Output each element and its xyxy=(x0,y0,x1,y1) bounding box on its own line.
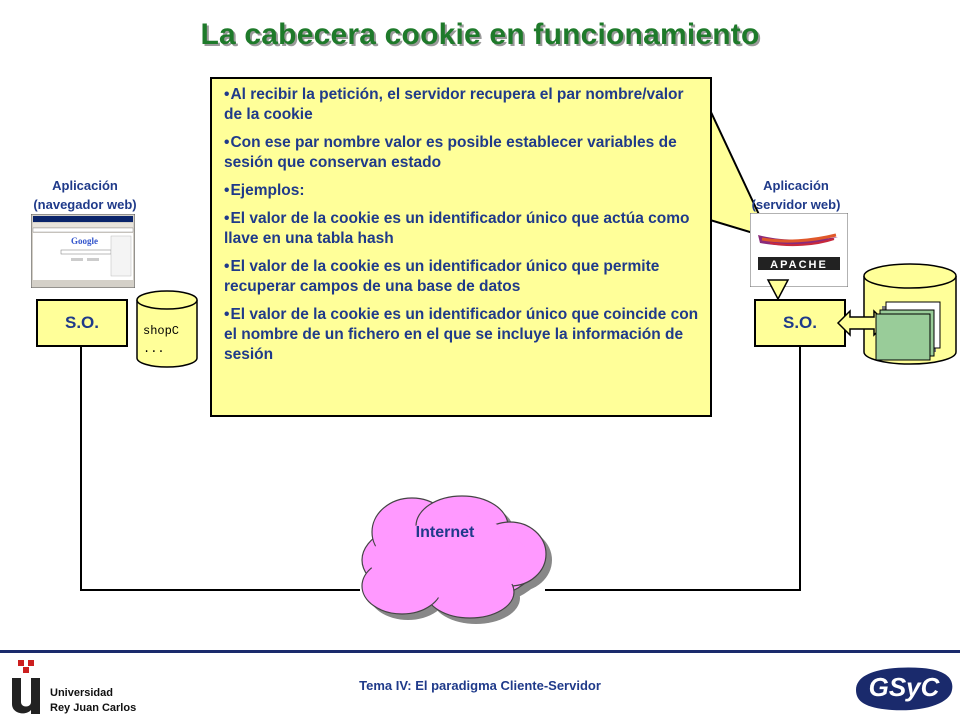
server-app-label-line2: (servidor web) xyxy=(751,197,841,212)
urjc-logo-text: Universidad Rey Juan Carlos xyxy=(50,686,136,716)
client-app-label-line1: Aplicación xyxy=(52,178,118,193)
internet-cloud-icon xyxy=(361,495,552,624)
client-app-label: Aplicación (navegador web) xyxy=(10,176,160,214)
apache-logo-text: APACHE xyxy=(770,259,828,271)
cookie-file-cylinder xyxy=(136,290,198,368)
client-app-label-line2: (navegador web) xyxy=(33,197,137,212)
cookie-file-label: shopC ... xyxy=(143,322,199,358)
callout-bullet-1: •Al recibir la petición, el servidor rec… xyxy=(224,86,684,123)
server-app-label-line1: Aplicación xyxy=(763,178,829,193)
gsyc-logo-icon xyxy=(856,667,953,711)
urjc-line2: Rey Juan Carlos xyxy=(50,702,137,714)
callout-bullet-6: •El valor de la cookie es un identificad… xyxy=(224,306,699,363)
server-connector-triangle xyxy=(766,279,790,301)
apache-logo-icon: APACHE xyxy=(750,213,848,287)
urjc-line1: Universidad xyxy=(50,687,113,699)
callout-bullet-3: •Ejemplos: xyxy=(224,182,305,199)
callout-bullet-4: •El valor de la cookie es un identificad… xyxy=(224,210,690,247)
cookie-file-line2: ... xyxy=(143,342,165,356)
cookie-file-line1: shopC xyxy=(143,324,180,338)
server-app-label: Aplicación (servidor web) xyxy=(720,176,872,214)
urjc-logo-icon xyxy=(12,660,40,714)
client-os-label: S.O. xyxy=(64,313,99,332)
browser-screenshot-icon: Google xyxy=(31,214,135,288)
footer-divider xyxy=(0,650,960,653)
page-title: La cabecera cookie en funcionamiento xyxy=(200,18,760,51)
server-os-label: S.O. xyxy=(782,313,817,332)
callout-box: •Al recibir la petición, el servidor rec… xyxy=(210,77,712,417)
client-os-box: S.O. xyxy=(36,299,128,347)
svg-text:Google: Google xyxy=(71,236,98,246)
gsyc-logo: GSyC xyxy=(852,664,956,714)
server-database-cylinder xyxy=(836,263,957,365)
footer-text: Tema IV: El paradigma Cliente-Servidor xyxy=(359,678,601,693)
callout-bullet-5: •El valor de la cookie es un identificad… xyxy=(224,258,660,295)
internet-label: Internet xyxy=(415,524,475,541)
server-os-box: S.O. xyxy=(754,299,846,347)
callout-bullet-2: •Con ese par nombre valor es posible est… xyxy=(224,134,677,171)
gsyc-logo-text: GSyC xyxy=(868,672,940,702)
